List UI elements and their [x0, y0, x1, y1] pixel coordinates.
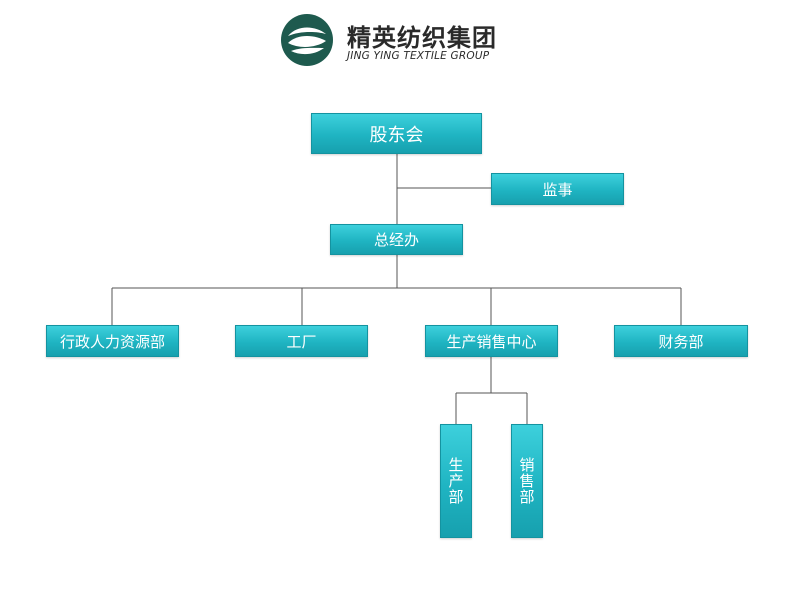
node-dept-factory: 工厂	[235, 325, 368, 357]
node-supervisor: 监事	[491, 173, 624, 205]
node-dept-finance: 财务部	[614, 325, 748, 357]
node-shareholders: 股东会	[311, 113, 482, 154]
node-dept-hr: 行政人力资源部	[46, 325, 179, 357]
node-general-manager-office: 总经办	[330, 224, 463, 255]
company-logo: 精英纺织集团 JING YING TEXTILE GROUP	[281, 14, 521, 68]
logo-chinese-name: 精英纺织集团	[347, 24, 497, 52]
node-dept-sales-center: 生产销售中心	[425, 325, 558, 357]
logo-english-name: JING YING TEXTILE GROUP	[347, 50, 490, 62]
logo-emblem-icon	[281, 14, 333, 66]
node-sales-dept: 销售部	[511, 424, 543, 538]
node-production-dept: 生产部	[440, 424, 472, 538]
